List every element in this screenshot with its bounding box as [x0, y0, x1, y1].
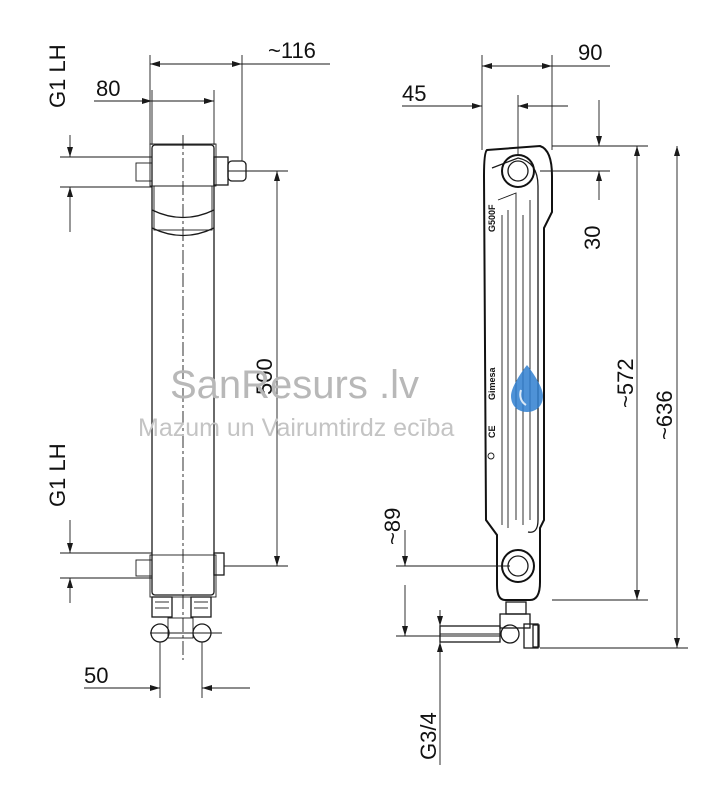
front-view-dimensions: G1 LH 80 ~116 500 G1 LH	[45, 38, 330, 698]
side-view: G500F Gimesa CE	[439, 144, 553, 649]
dim-45: 45	[402, 81, 426, 106]
dim-90: 90	[578, 40, 602, 65]
dim-30: 30	[580, 226, 605, 250]
dim-g34: G3/4	[416, 712, 441, 760]
dim-636: ~636	[652, 390, 677, 440]
dim-g1-lh-bottom: G1 LH	[45, 443, 70, 507]
watermark-tagline: Mazum un Vairumtirdz ecība	[138, 414, 454, 442]
side-view-profile	[482, 144, 553, 601]
water-drop-icon	[511, 365, 543, 412]
brand-marking: Gimesa	[487, 366, 497, 400]
dim-500: 500	[252, 358, 277, 395]
ce-marking: CE	[487, 425, 497, 438]
dim-80: 80	[96, 76, 120, 101]
dim-89: ~89	[380, 508, 405, 545]
dim-116: ~116	[268, 38, 316, 63]
watermark: SanResurs .lv Mazum un Vairumtirdz ecība	[138, 363, 543, 442]
model-marking: G500F	[487, 204, 497, 232]
watermark-brand: SanResurs .lv	[170, 363, 419, 407]
dim-572: ~572	[613, 358, 638, 408]
dim-g1-lh-top: G1 LH	[45, 44, 70, 108]
dim-50: 50	[84, 663, 108, 688]
side-view-dimensions: 90 45 30 ~572 ~636 ~	[380, 40, 688, 765]
